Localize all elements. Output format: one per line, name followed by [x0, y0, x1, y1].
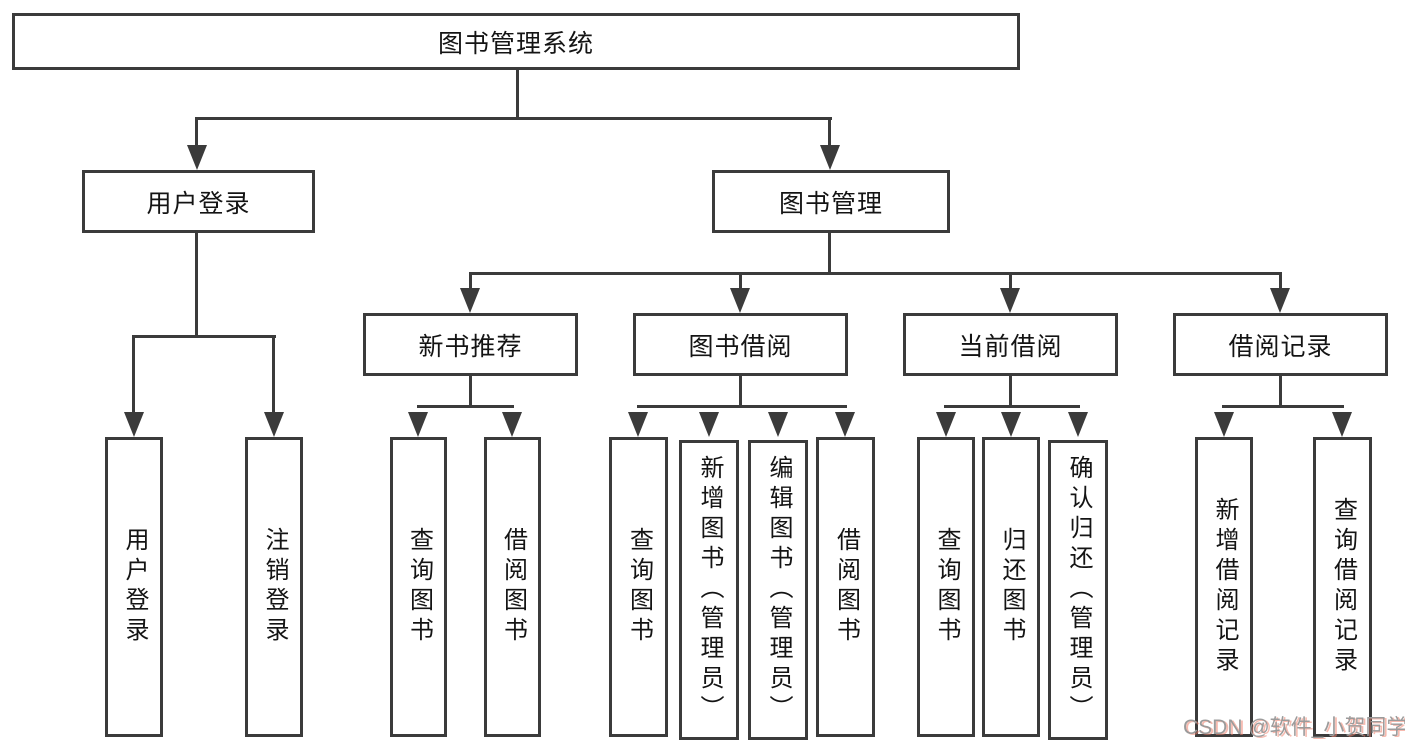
arrow-down-icon — [936, 412, 956, 437]
node-book-management: 图书管理 — [712, 170, 950, 233]
connector-line — [739, 272, 742, 290]
arrow-down-icon — [1270, 288, 1290, 313]
leaf-label: 借阅图书 — [499, 527, 527, 647]
node-label: 图书管理 — [778, 189, 883, 218]
connector-line — [272, 335, 275, 414]
connector-line — [417, 405, 514, 408]
leaf-label: 用户登录 — [121, 527, 148, 647]
node-borrowing-records: 借阅记录 — [1173, 313, 1388, 376]
connector-line — [469, 272, 1282, 275]
arrow-down-icon — [1332, 412, 1352, 437]
leaf-query-books-borrowing: 查询图书 — [609, 437, 668, 737]
leaf-label: 注销登录 — [261, 527, 288, 647]
connector-line — [195, 117, 198, 147]
arrow-down-icon — [835, 412, 855, 437]
connector-line — [944, 405, 1080, 408]
leaf-label: 新增图书（管理员） — [696, 455, 723, 725]
arrow-down-icon — [628, 412, 648, 437]
leaf-label: 新增借阅记录 — [1211, 497, 1238, 677]
arrow-down-icon — [768, 412, 788, 437]
connector-line — [1279, 272, 1282, 290]
leaf-add-book-admin: 新增图书（管理员） — [679, 440, 739, 740]
node-book-borrowing: 图书借阅 — [633, 313, 848, 376]
arrow-down-icon — [502, 412, 522, 437]
arrow-down-icon — [820, 145, 840, 170]
leaf-logout: 注销登录 — [245, 437, 303, 737]
arrow-down-icon — [187, 145, 207, 170]
arrow-down-icon — [1068, 412, 1088, 437]
connector-line — [828, 232, 831, 275]
arrow-down-icon — [460, 288, 480, 313]
leaf-query-books-recommend: 查询图书 — [390, 437, 447, 737]
connector-line — [1009, 375, 1012, 408]
leaf-user-login: 用户登录 — [105, 437, 163, 737]
arrow-down-icon — [699, 412, 719, 437]
leaf-query-borrow-record: 查询借阅记录 — [1313, 437, 1372, 737]
arrow-down-icon — [264, 412, 284, 437]
leaf-query-books-current: 查询图书 — [917, 437, 975, 737]
connector-line — [195, 232, 198, 338]
connector-line — [1009, 272, 1012, 290]
leaf-label: 确认归还（管理员） — [1065, 455, 1092, 725]
leaf-label: 查询图书 — [405, 527, 433, 647]
connector-line — [637, 405, 847, 408]
leaf-add-borrow-record: 新增借阅记录 — [1195, 437, 1253, 737]
leaf-label: 借阅图书 — [832, 527, 860, 647]
node-user-login: 用户登录 — [82, 170, 315, 233]
leaf-borrow-books-borrowing: 借阅图书 — [816, 437, 875, 737]
watermark: CSDN @软件_小贺同学 — [1183, 716, 1405, 739]
leaf-label: 查询图书 — [625, 527, 653, 647]
node-label: 借阅记录 — [1228, 332, 1333, 361]
connector-line — [195, 117, 832, 120]
leaf-confirm-return-admin: 确认归还（管理员） — [1048, 440, 1108, 740]
connector-line — [132, 335, 135, 414]
connector-line — [739, 375, 742, 408]
leaf-label: 查询图书 — [933, 527, 960, 647]
connector-line — [516, 70, 519, 120]
leaf-borrow-books-recommend: 借阅图书 — [484, 437, 541, 737]
leaf-label: 编辑图书（管理员） — [765, 455, 792, 725]
connector-line — [469, 272, 472, 290]
node-new-book-recommendation: 新书推荐 — [363, 313, 578, 376]
connector-line — [828, 117, 831, 147]
leaf-return-books: 归还图书 — [982, 437, 1040, 737]
node-label: 图书管理系统 — [437, 29, 594, 58]
node-label: 当前借阅 — [958, 332, 1063, 361]
arrow-down-icon — [1214, 412, 1234, 437]
arrow-down-icon — [1000, 288, 1020, 313]
connector-line — [1222, 405, 1344, 408]
leaf-edit-book-admin: 编辑图书（管理员） — [748, 440, 808, 740]
node-library-system: 图书管理系统 — [12, 13, 1020, 70]
node-current-borrowing: 当前借阅 — [903, 313, 1118, 376]
arrow-down-icon — [1001, 412, 1021, 437]
arrow-down-icon — [730, 288, 750, 313]
node-label: 新书推荐 — [418, 332, 523, 361]
node-label: 用户登录 — [146, 189, 251, 218]
connector-line — [1279, 375, 1282, 408]
arrow-down-icon — [408, 412, 428, 437]
leaf-label: 查询借阅记录 — [1329, 497, 1357, 677]
connector-line — [132, 335, 276, 338]
node-label: 图书借阅 — [688, 332, 793, 361]
arrow-down-icon — [124, 412, 144, 437]
leaf-label: 归还图书 — [998, 527, 1025, 647]
connector-line — [469, 375, 472, 408]
